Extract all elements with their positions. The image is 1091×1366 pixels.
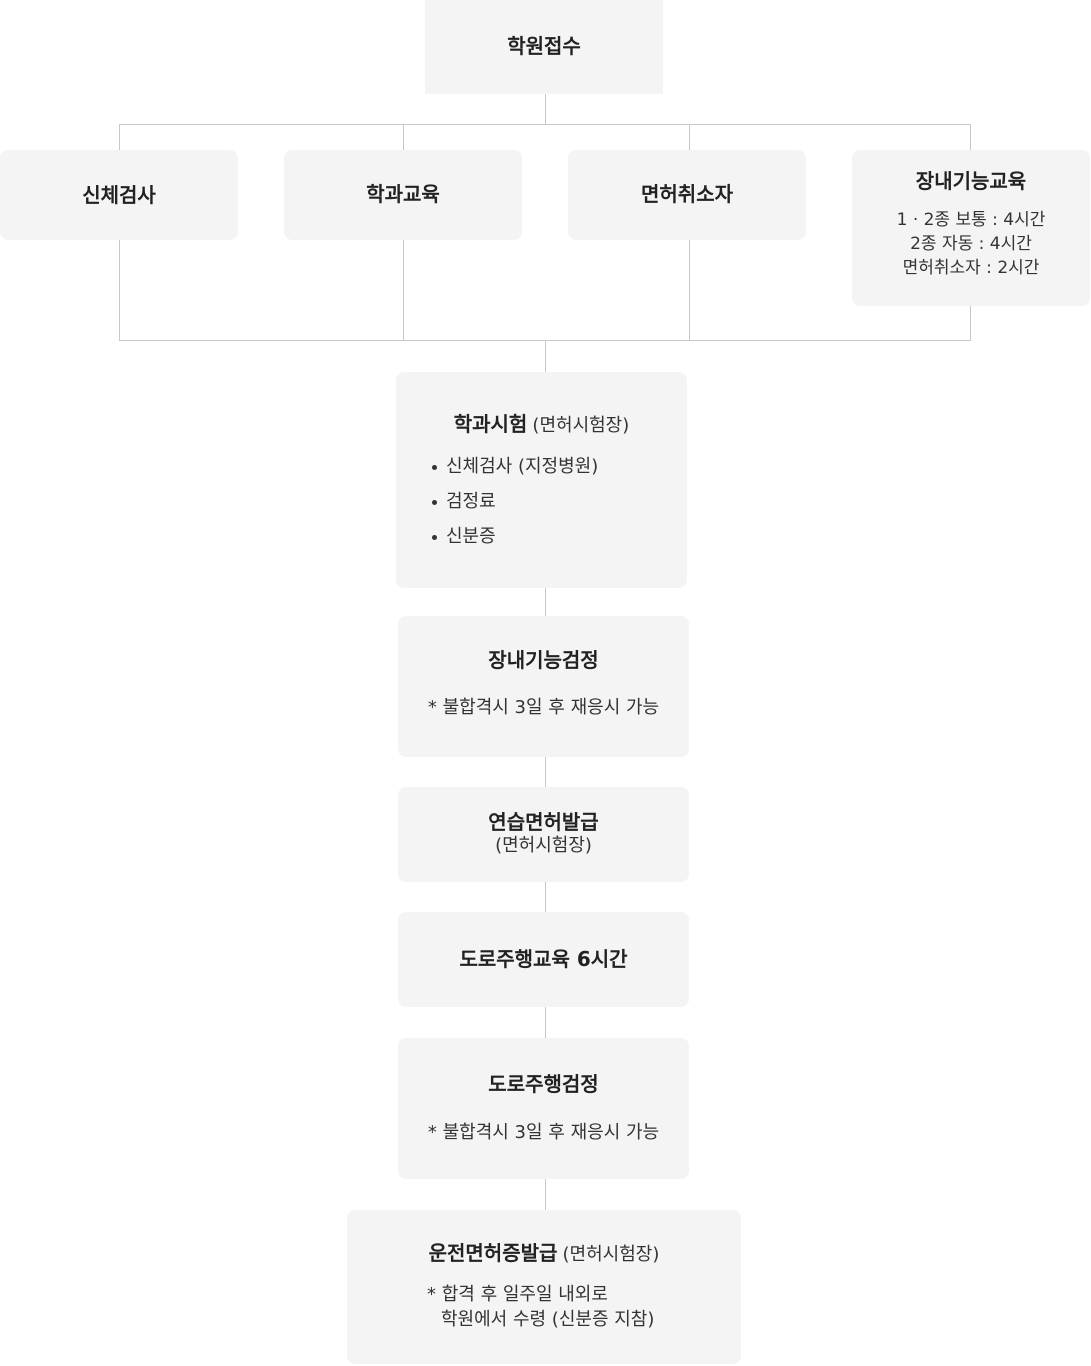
requirement-item: 신체검사 (지정병원) [432,449,687,484]
road-test-box: 도로주행검정 * 불합격시 3일 후 재응시 가능 [398,1038,689,1179]
skill-test-title: 장내기능검정 [488,648,599,672]
branch-physical-exam: 신체검사 [0,150,238,240]
connector-main-vertical [545,341,546,1211]
branch-course-skill-education-title: 장내기능교육 [915,169,1027,193]
road-training-title: 도로주행교육 6시간 [459,947,628,971]
road-test-note: * 불합격시 3일 후 재응시 가능 [427,1122,660,1143]
license-issue-title: 운전면허증발급 [428,1241,558,1265]
skill-test-note: * 불합격시 3일 후 재응시 가능 [427,697,660,718]
skill-hours-line: 1 · 2종 보통 : 4시간 [896,210,1046,230]
branch-license-revoked-title: 면허취소자 [641,182,733,206]
written-test-title: 학과시험 [453,412,528,436]
registration-box: 학원접수 [425,0,663,94]
written-test-place: (면허시험장) [532,415,630,436]
branch-physical-exam-title: 신체검사 [82,183,156,207]
learner-license-box: 연습면허발급 (면허시험장) [398,787,689,882]
license-issue-box: 운전면허증발급 (면허시험장) * 합격 후 일주일 내외로 학원에서 수령 (… [347,1210,741,1364]
learner-license-title: 연습면허발급 [488,810,599,834]
written-test-box: 학과시험 (면허시험장) 신체검사 (지정병원) 검정료 신분증 [396,372,687,588]
skill-test-box: 장내기능검정 * 불합격시 3일 후 재응시 가능 [398,616,689,757]
branch-course-skill-education: 장내기능교육 1 · 2종 보통 : 4시간 2종 자동 : 4시간 면허취소자… [852,150,1090,306]
registration-title: 학원접수 [507,34,581,58]
road-training-box: 도로주행교육 6시간 [398,912,689,1007]
connector-bottom-horizontal [119,340,971,341]
requirement-item: 신분증 [432,519,687,554]
skill-hours-line: 면허취소자 : 2시간 [902,258,1040,278]
license-issue-note-line2: 학원에서 수령 (신분증 지참) [441,1309,655,1330]
license-issue-note-line1: * 합격 후 일주일 내외로 [427,1284,608,1305]
learner-license-place: (면허시험장) [495,835,592,856]
connector-top-vertical [545,94,546,124]
requirement-item: 검정료 [432,484,687,519]
skill-hours-line: 2종 자동 : 4시간 [910,234,1032,254]
connector-top-horizontal [119,124,971,125]
written-test-requirements: 신체검사 (지정병원) 검정료 신분증 [432,449,687,554]
branch-academic-education-title: 학과교육 [366,182,440,206]
license-issue-place: (면허시험장) [562,1244,660,1265]
road-test-title: 도로주행검정 [488,1072,599,1096]
branch-academic-education: 학과교육 [284,150,522,240]
branch-license-revoked: 면허취소자 [568,150,806,240]
